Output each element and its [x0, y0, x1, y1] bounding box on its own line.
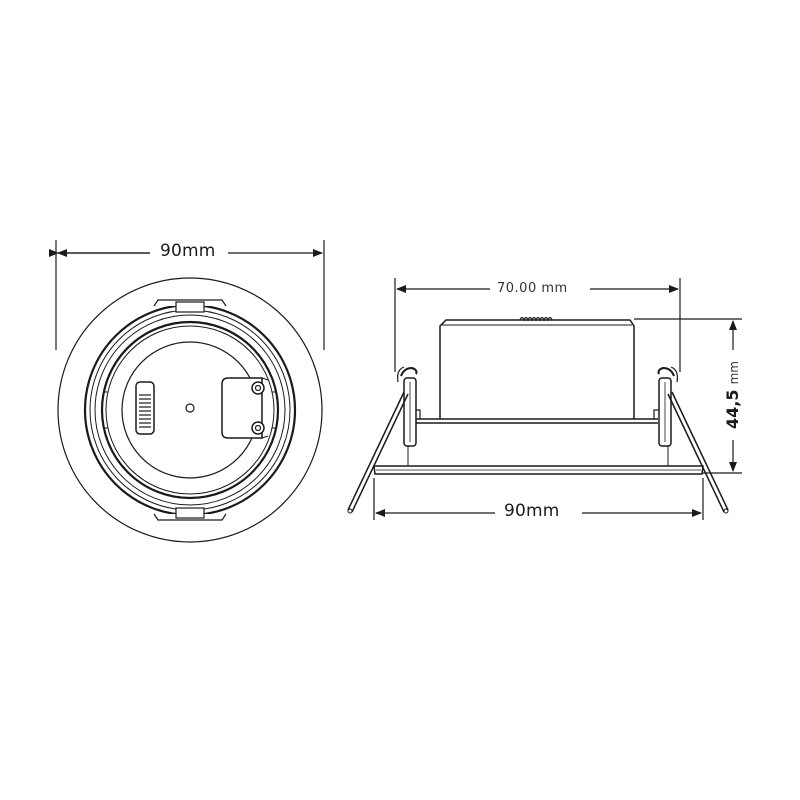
height-dimension-value: 44,5 — [723, 389, 742, 429]
flange-width-dimension-label: 90mm — [500, 501, 564, 521]
height-dimension-unit: mm — [727, 361, 741, 385]
front-width-dimension-label: 90mm — [156, 241, 220, 261]
front-view — [49, 240, 325, 543]
side-view — [347, 278, 742, 520]
body-width-dimension-label: 70.00 mm — [494, 281, 571, 296]
height-dimension-label: 44,5 mm — [723, 361, 743, 429]
